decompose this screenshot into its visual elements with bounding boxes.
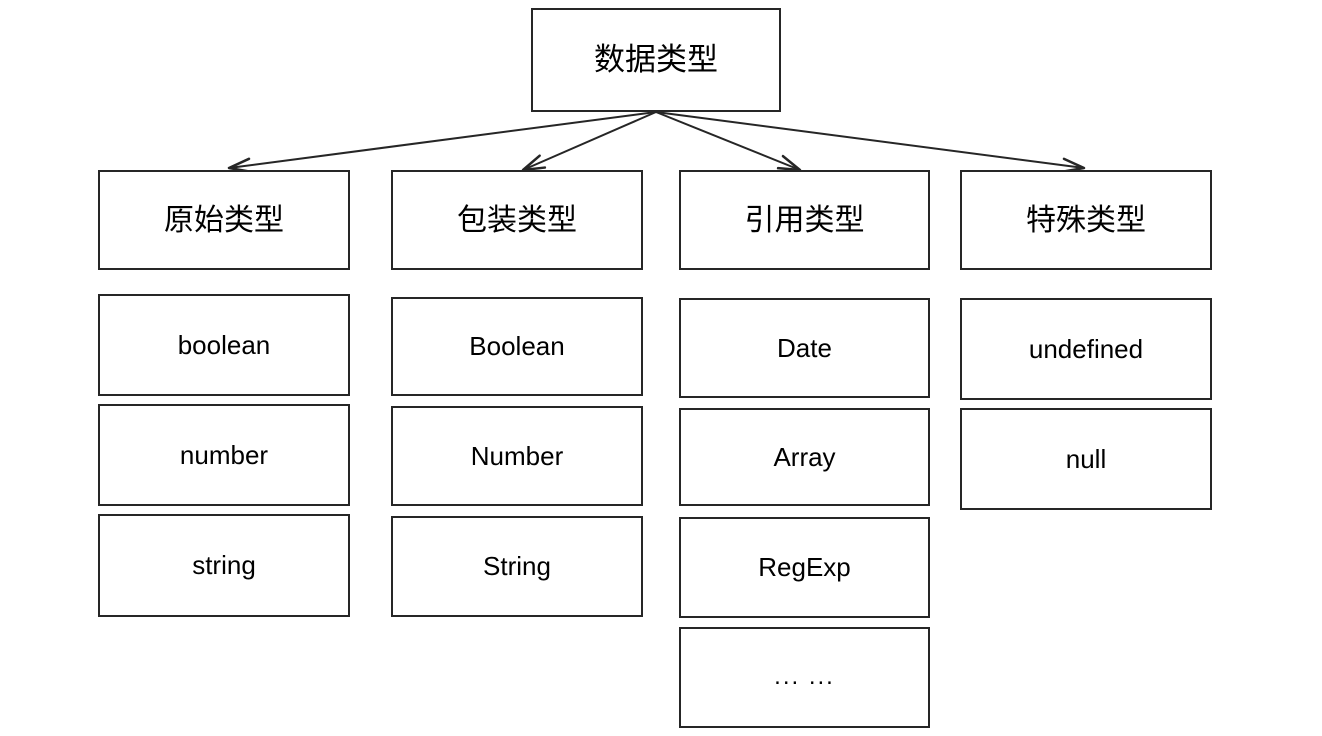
- node-leaf-string[interactable]: string: [98, 514, 350, 617]
- edge-root-to-primitive-types: [228, 111, 657, 169]
- arrowhead-wrapper-types: [521, 154, 547, 172]
- edge-root-to-reference-types: [655, 111, 801, 171]
- arrowhead-reference-types: [776, 154, 802, 172]
- node-leaf-number[interactable]: Number: [391, 406, 643, 506]
- node-category-special-types[interactable]: 特殊类型: [960, 170, 1212, 270]
- node-category-reference-types[interactable]: 引用类型: [679, 170, 930, 270]
- node-root[interactable]: 数据类型: [531, 8, 781, 112]
- node-leaf-string[interactable]: String: [391, 516, 643, 617]
- edge-root-to-special-types: [655, 111, 1085, 169]
- node-category-label: 原始类型: [164, 202, 284, 238]
- node-leaf-label: string: [192, 550, 256, 581]
- node-leaf-boolean[interactable]: boolean: [98, 294, 350, 396]
- node-category-wrapper-types[interactable]: 包装类型: [391, 170, 643, 270]
- node-leaf-label: Boolean: [469, 331, 565, 362]
- node-leaf-boolean[interactable]: Boolean: [391, 297, 643, 396]
- node-leaf-date[interactable]: Date: [679, 298, 930, 398]
- edge-root-to-wrapper-types: [522, 111, 657, 171]
- node-leaf-label: number: [179, 439, 269, 470]
- node-root-label: 数据类型: [594, 41, 718, 78]
- node-leaf-label: String: [483, 551, 551, 582]
- node-leaf-regexp[interactable]: RegExp: [679, 517, 930, 618]
- node-leaf-label: Date: [777, 332, 832, 363]
- node-leaf-box[interactable]: ... ...: [679, 627, 930, 728]
- node-leaf-undefined[interactable]: undefined: [960, 298, 1212, 400]
- node-leaf-label: RegExp: [758, 552, 851, 583]
- node-leaf-label: boolean: [177, 329, 271, 360]
- node-leaf-label: null: [1065, 443, 1107, 474]
- node-category-label: 引用类型: [744, 202, 865, 238]
- node-category-label: 包装类型: [457, 202, 577, 238]
- node-leaf-label: Number: [470, 440, 564, 471]
- node-leaf-label: undefined: [1028, 333, 1144, 364]
- node-leaf-label: ... ...: [774, 663, 835, 691]
- node-leaf-number[interactable]: number: [98, 404, 350, 506]
- node-leaf-null[interactable]: null: [960, 408, 1212, 510]
- node-category-label: 特殊类型: [1026, 202, 1146, 238]
- node-leaf-label: Array: [773, 441, 836, 472]
- node-category-primitive-types[interactable]: 原始类型: [98, 170, 350, 270]
- node-leaf-array[interactable]: Array: [679, 408, 930, 506]
